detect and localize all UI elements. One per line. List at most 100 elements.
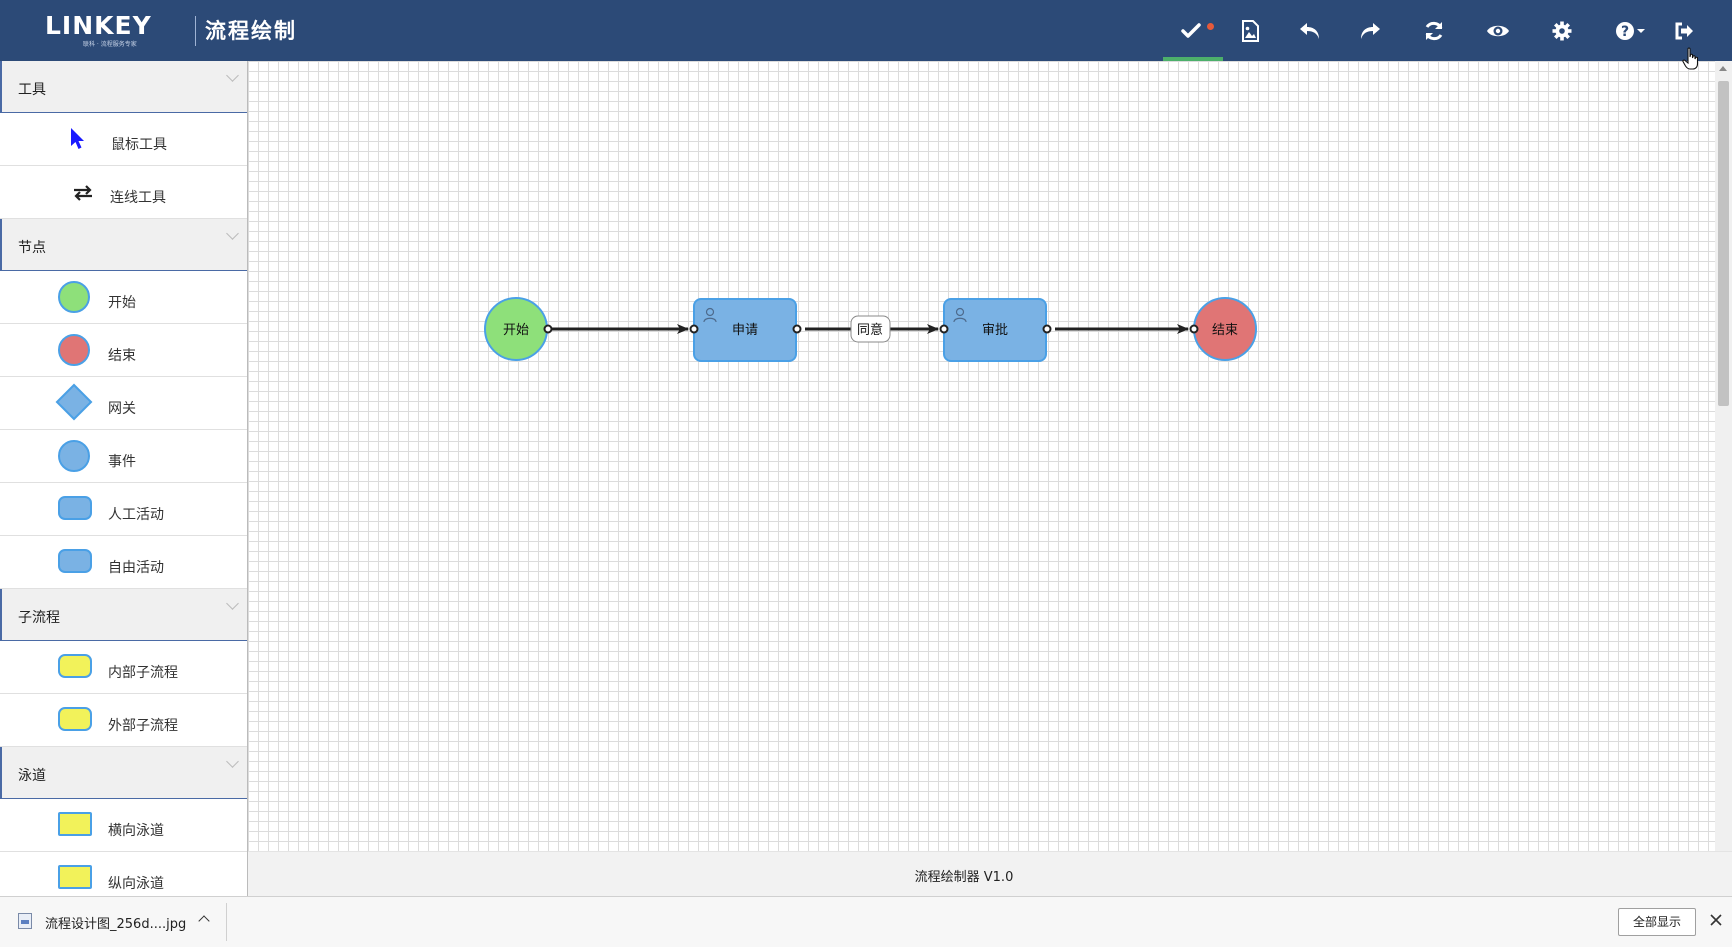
hand-cursor-icon (1682, 47, 1699, 70)
status-footer: 流程绘制器 V1.0 (248, 851, 1732, 896)
tool-item-mouse[interactable]: 鼠标工具 (0, 113, 247, 166)
item-label: 鼠标工具 (111, 137, 167, 153)
redo-button[interactable] (1342, 0, 1398, 61)
external-subprocess-shape (58, 707, 92, 731)
exchange-arrows-icon (74, 185, 92, 201)
download-item[interactable]: 流程设计图_256d....jpg (14, 907, 224, 937)
node-item-gateway[interactable]: 网关 (0, 377, 247, 430)
subprocess-item-internal[interactable]: 内部子流程 (0, 641, 247, 694)
port-apply-left[interactable] (689, 324, 699, 334)
item-label: 自由活动 (108, 560, 164, 576)
section-header-tools[interactable]: 工具 (0, 61, 247, 113)
export-image-button[interactable] (1222, 0, 1278, 61)
refresh-button[interactable] (1406, 0, 1462, 61)
header-divider (195, 16, 196, 46)
download-file-name: 流程设计图_256d....jpg (45, 917, 187, 932)
image-file-icon (18, 913, 32, 929)
section-title: 节点 (18, 240, 46, 256)
node-item-free-activity[interactable]: 自由活动 (0, 536, 247, 589)
mouse-pointer-icon (71, 128, 84, 149)
logo-subtitle: 联科 · 流程服务专家 (83, 41, 137, 48)
close-icon[interactable] (1708, 912, 1724, 928)
footer-version-text: 流程绘制器 V1.0 (914, 870, 1014, 885)
chevron-up-icon[interactable] (198, 915, 210, 927)
subprocess-item-external[interactable]: 外部子流程 (0, 694, 247, 747)
exit-button[interactable] (1656, 0, 1712, 61)
horizontal-lane-shape (58, 812, 92, 836)
app-title: 流程绘制 (205, 19, 297, 43)
item-label: 内部子流程 (108, 665, 178, 681)
approve-node[interactable]: 审批 (943, 298, 1047, 362)
svg-text:?: ? (1621, 24, 1629, 40)
event-node-shape (58, 440, 90, 472)
undo-button[interactable] (1282, 0, 1338, 61)
top-header: LINKEY 联科 · 流程服务专家 流程绘制 (0, 0, 1732, 61)
canvas-vertical-scrollbar[interactable] (1715, 61, 1732, 851)
node-label: 审批 (982, 323, 1008, 338)
item-label: 开始 (108, 295, 136, 311)
lane-item-vertical[interactable]: 纵向泳道 (0, 852, 247, 896)
flow-diagram: 同意 开始 申请 审批 结束 (484, 297, 1257, 362)
palette-sidebar: 工具 鼠标工具 连线工具 节点 开始 结束 网关 事件 人工活动 (0, 61, 248, 896)
chevron-down-icon (226, 597, 239, 610)
node-label: 开始 (503, 323, 529, 338)
eye-icon (1487, 25, 1509, 36)
gateway-node-shape (55, 383, 93, 421)
port-start-right[interactable] (543, 324, 553, 334)
section-header-subprocess[interactable]: 子流程 (0, 589, 247, 641)
redo-icon (1361, 22, 1380, 39)
section-title: 工具 (18, 82, 46, 98)
internal-subprocess-shape (58, 654, 92, 678)
question-icon: ? (1616, 21, 1645, 40)
item-label: 外部子流程 (108, 718, 178, 734)
section-header-nodes[interactable]: 节点 (0, 219, 247, 271)
scroll-up-arrow[interactable] (1719, 66, 1727, 71)
section-title: 子流程 (18, 610, 60, 626)
item-label: 结束 (108, 348, 136, 364)
end-node-shape (58, 334, 90, 366)
port-end-left[interactable] (1189, 324, 1199, 334)
item-label: 网关 (108, 401, 136, 417)
settings-button[interactable] (1534, 0, 1590, 61)
show-all-downloads-button[interactable]: 全部显示 (1618, 908, 1696, 936)
node-item-end[interactable]: 结束 (0, 324, 247, 377)
vertical-lane-shape (58, 865, 92, 889)
section-header-swimlanes[interactable]: 泳道 (0, 747, 247, 799)
preview-button[interactable] (1470, 0, 1526, 61)
lane-item-horizontal[interactable]: 横向泳道 (0, 799, 247, 852)
start-node[interactable]: 开始 (484, 297, 548, 361)
save-button[interactable] (1163, 0, 1223, 61)
node-item-manual-activity[interactable]: 人工活动 (0, 483, 247, 536)
edge-label-agree[interactable]: 同意 (850, 315, 891, 343)
chevron-down-icon (226, 755, 239, 768)
gear-icon (1552, 21, 1572, 40)
node-item-start[interactable]: 开始 (0, 271, 247, 324)
scrollbar-thumb[interactable] (1718, 81, 1729, 406)
connection-ports (543, 324, 1199, 334)
user-icon (703, 307, 717, 323)
port-approve-right[interactable] (1042, 324, 1052, 334)
node-item-event[interactable]: 事件 (0, 430, 247, 483)
diagram-canvas[interactable]: 同意 开始 申请 审批 结束 (248, 61, 1715, 851)
tool-item-connector[interactable]: 连线工具 (0, 166, 247, 219)
section-title: 泳道 (18, 768, 46, 784)
port-approve-left[interactable] (939, 324, 949, 334)
image-export-icon (1242, 19, 1259, 42)
end-node[interactable]: 结束 (1193, 297, 1257, 361)
unsaved-badge (1207, 23, 1214, 30)
check-icon (1181, 22, 1201, 38)
logo-text: LINKEY (45, 11, 152, 40)
apply-node[interactable]: 申请 (693, 298, 797, 362)
item-label: 连线工具 (110, 190, 166, 206)
help-button[interactable]: ? (1604, 0, 1660, 61)
edge-label-text: 同意 (857, 322, 883, 338)
port-apply-right[interactable] (792, 324, 802, 334)
refresh-icon (1425, 21, 1443, 40)
linkey-logo: LINKEY 联科 · 流程服务专家 (45, 10, 175, 50)
chevron-down-icon (226, 227, 239, 240)
browser-download-bar: 流程设计图_256d....jpg 全部显示 (0, 896, 1732, 947)
item-label: 事件 (108, 454, 136, 470)
user-icon (953, 307, 967, 323)
start-node-shape (58, 281, 90, 313)
item-label: 人工活动 (108, 507, 164, 523)
